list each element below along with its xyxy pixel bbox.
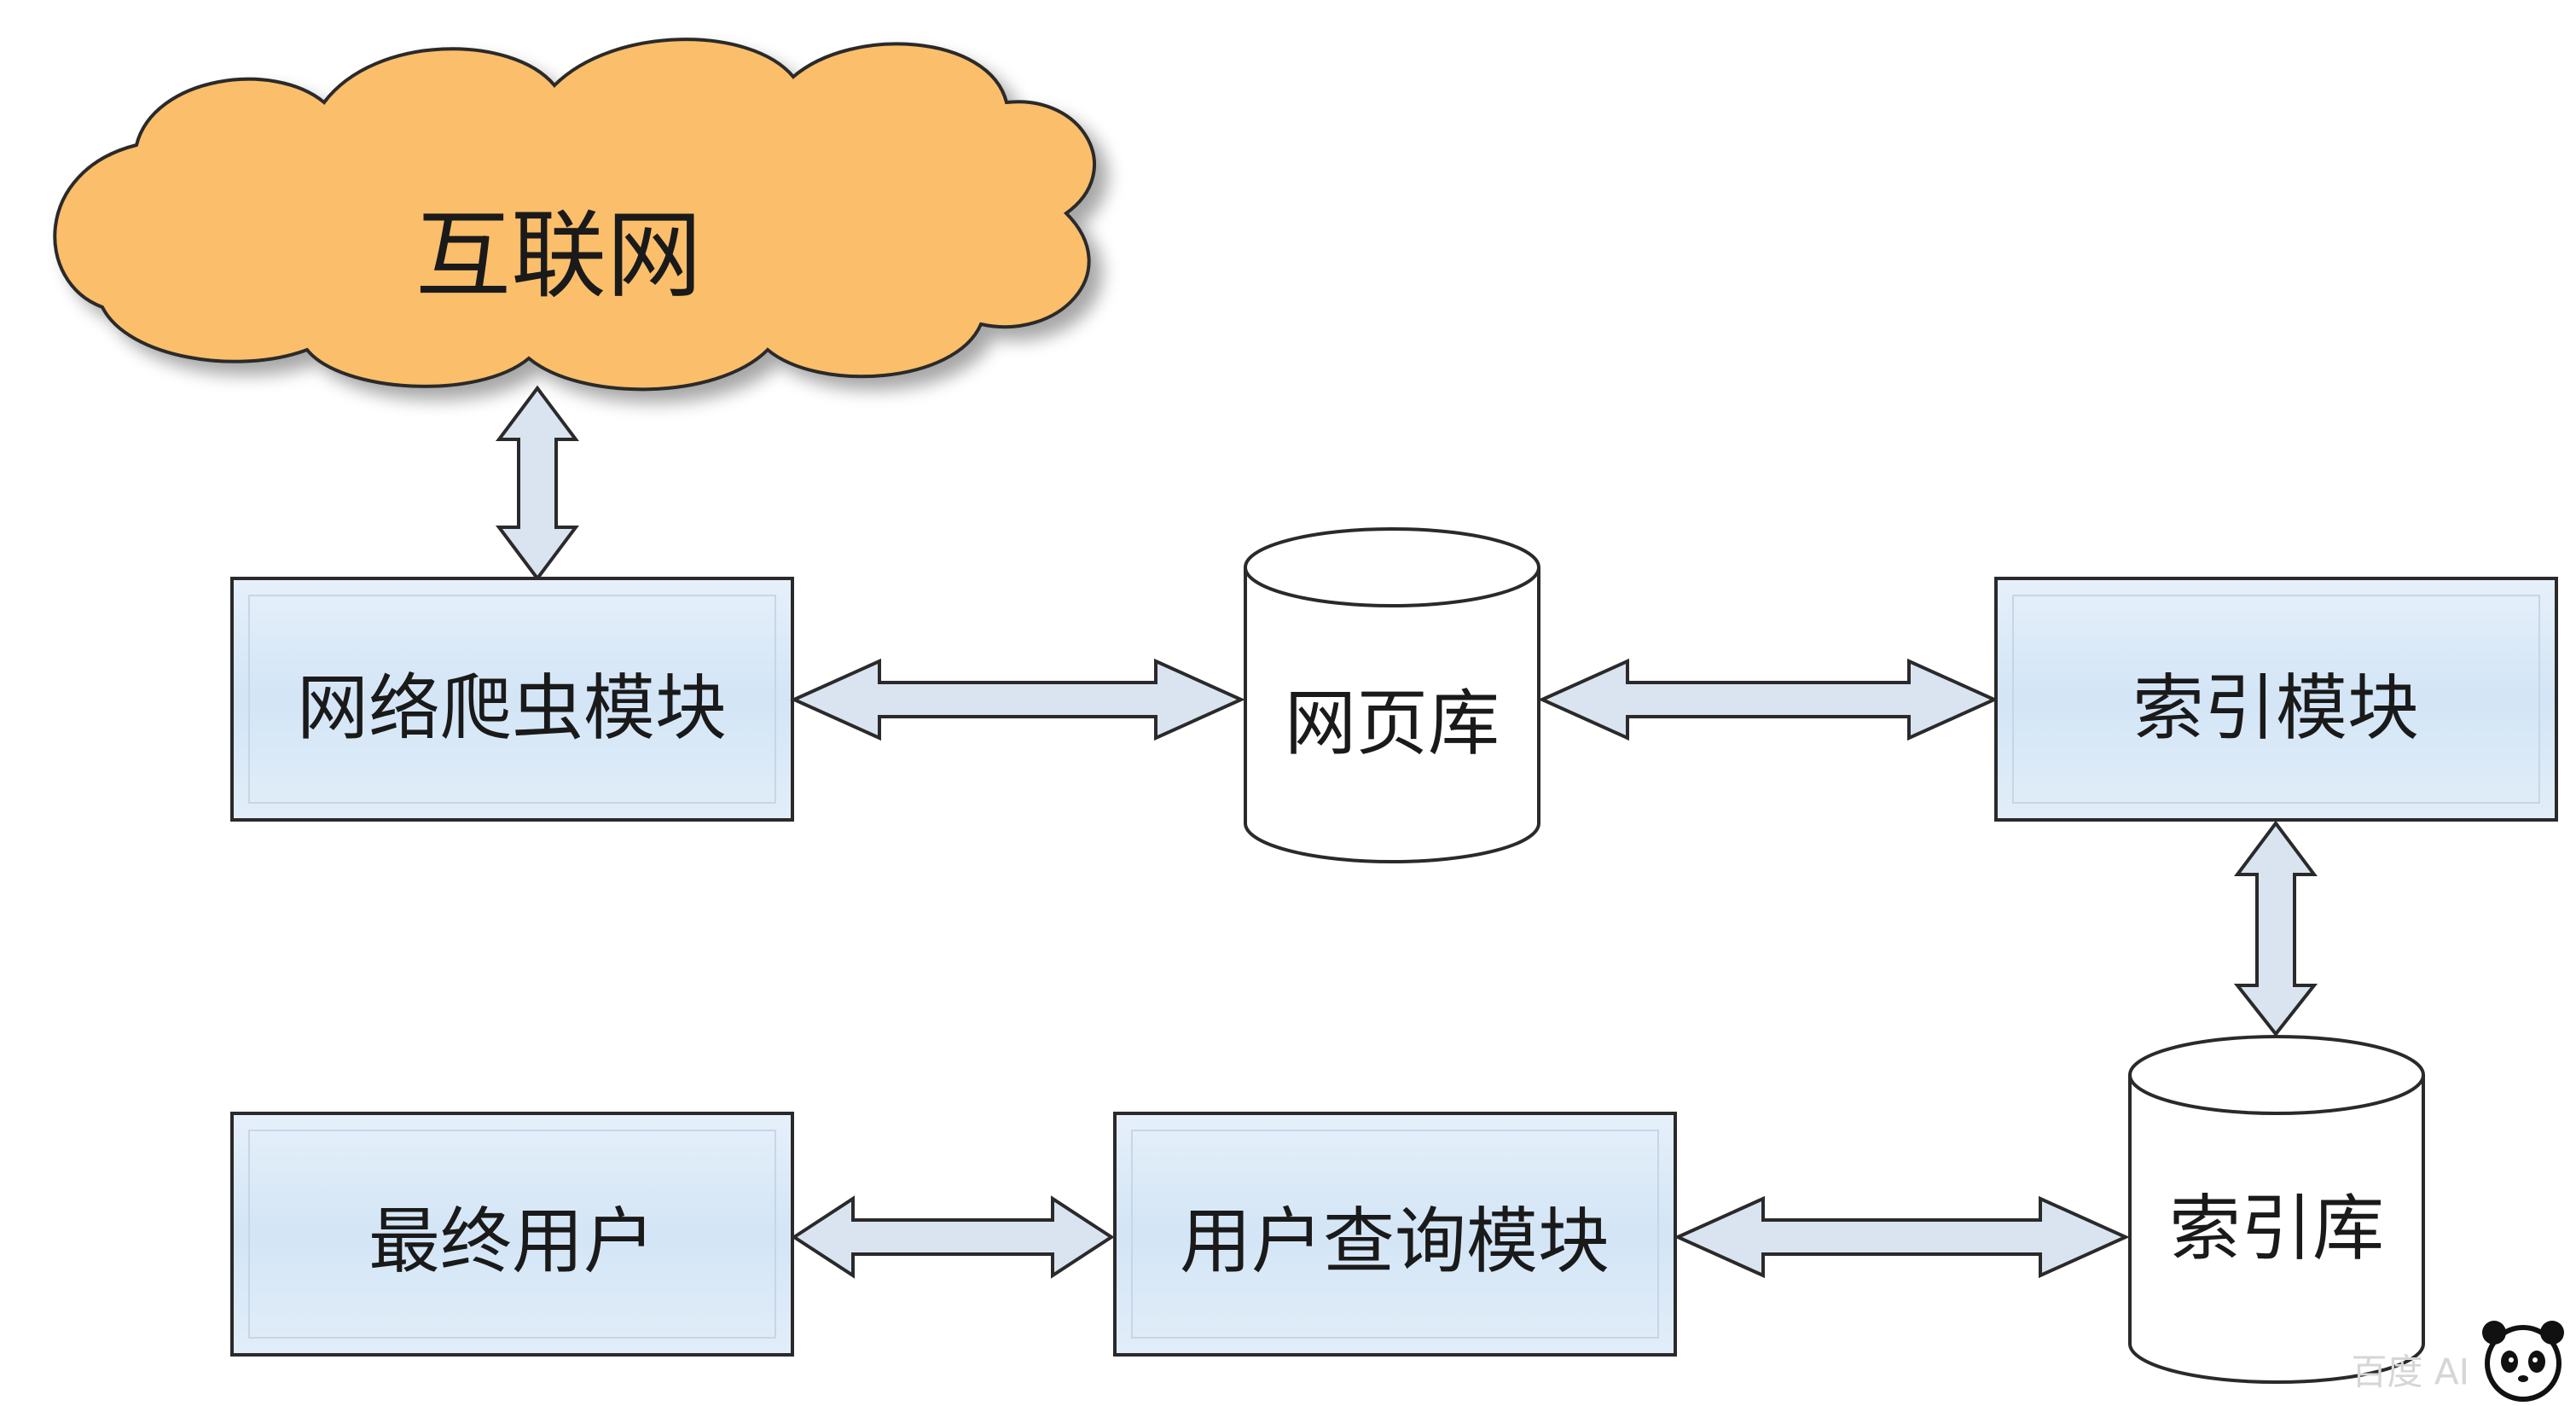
crawler-module-box: 网络爬虫模块 xyxy=(230,577,794,822)
arrow-internet-crawler xyxy=(496,385,579,582)
arrow-webpage-db-indexer xyxy=(1538,658,1999,741)
query-module-label: 用户查询模块 xyxy=(1180,1200,1610,1283)
internet-label: 互联网 xyxy=(415,200,702,311)
webpage-db-label: 网页库 xyxy=(1285,682,1500,765)
watermark-text: 百度 AI xyxy=(2352,1351,2469,1393)
cloud-shape xyxy=(53,38,1096,392)
arrow-indexer-index-db xyxy=(2233,820,2318,1037)
arrow-query-end-user xyxy=(791,1195,1115,1279)
panda-icon xyxy=(2482,1321,2564,1402)
internet-cloud: 互联网 xyxy=(53,38,1096,392)
arrow-index-db-query xyxy=(1674,1195,2130,1279)
end-user-box: 最终用户 xyxy=(230,1112,794,1357)
arrow-crawler-webpage-db xyxy=(790,658,1245,741)
index-module-label: 索引模块 xyxy=(2132,666,2419,750)
watermark: 百度 AI xyxy=(2352,1321,2564,1402)
index-db-label: 索引库 xyxy=(2169,1187,2384,1270)
webpage-db-cylinder: 网页库 xyxy=(1244,527,1540,863)
index-module-box: 索引模块 xyxy=(1994,577,2558,822)
index-db-cylinder: 索引库 xyxy=(2128,1035,2425,1384)
crawler-module-label: 网络爬虫模块 xyxy=(297,666,727,750)
end-user-label: 最终用户 xyxy=(368,1200,655,1283)
query-module-box: 用户查询模块 xyxy=(1113,1112,1677,1357)
